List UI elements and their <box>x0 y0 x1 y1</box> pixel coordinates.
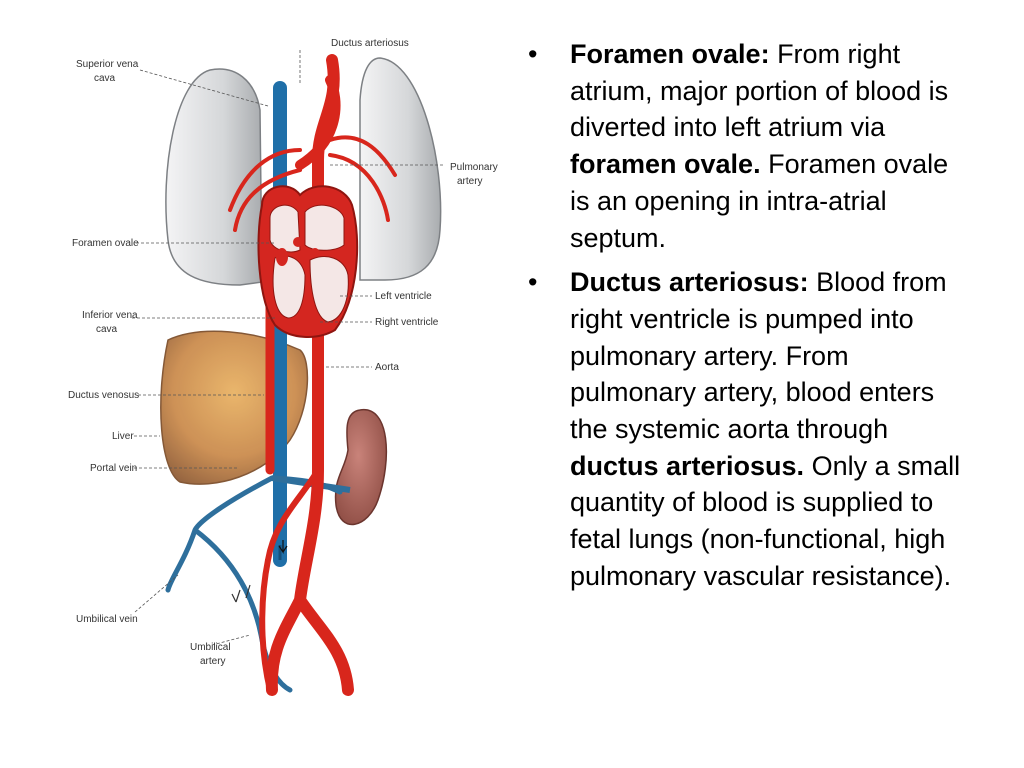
label-inferior-vena-cava: Inferior vena <box>82 310 138 321</box>
label-umbilical-artery-2: artery <box>200 656 226 667</box>
label-foramen-ovale: Foramen ovale <box>72 238 139 249</box>
label-left-ventricle: Left ventricle <box>375 291 432 302</box>
label-umbilical-artery: Umbilical <box>190 642 231 653</box>
label-portal-vein: Portal vein <box>90 463 137 474</box>
bullet-list: • Foramen ovale: From right atrium, majo… <box>528 36 968 603</box>
label-superior-vena-cava-2: cava <box>94 73 116 84</box>
label-inferior-vena-cava-2: cava <box>96 324 118 335</box>
figure-labels: Ductus arteriosus Superior vena cava Pul… <box>68 38 498 667</box>
bullet-body: Blood from right ventricle is pumped int… <box>570 267 947 445</box>
left-lung <box>165 68 263 286</box>
kidney <box>334 409 388 526</box>
bullet-ductus-arteriosus: • Ductus arteriosus: Blood from right ve… <box>528 264 968 594</box>
label-superior-vena-cava: Superior vena <box>76 59 139 70</box>
bullet-body-end: Only a small quantity of blood is suppli… <box>570 450 961 591</box>
pulmonary-arteries <box>228 135 397 232</box>
label-right-ventricle: Right ventricle <box>375 317 439 328</box>
bullet-marker: • <box>528 39 538 69</box>
label-umbilical-vein: Umbilical vein <box>76 614 138 625</box>
bullet-foramen-ovale: • Foramen ovale: From right atrium, majo… <box>528 36 968 256</box>
bullet-text: Ductus arteriosus: Blood from right vent… <box>570 264 968 594</box>
bullet-body-end: Foramen ovale is an opening in intra-atr… <box>570 149 949 253</box>
label-liver: Liver <box>112 431 134 442</box>
right-lung <box>359 57 442 281</box>
bullet-body: From right atrium, major portion of bloo… <box>570 39 949 143</box>
label-leaders <box>132 50 445 646</box>
bullet-text: Foramen ovale: From right atrium, major … <box>570 36 968 256</box>
aorta <box>265 54 354 696</box>
label-pulmonary-artery-2: artery <box>457 176 483 187</box>
bullet-term: Ductus arteriosus: <box>570 267 809 298</box>
label-ductus-arteriosus: Ductus arteriosus <box>331 38 409 49</box>
bullet-bold: foramen ovale. <box>570 149 761 180</box>
fetal-circulation-diagram: Ductus arteriosus Superior vena cava Pul… <box>68 38 498 696</box>
bullet-term: Foramen ovale: <box>570 39 770 69</box>
label-aorta: Aorta <box>375 362 399 373</box>
label-ductus-venosus: Ductus venosus <box>68 390 139 401</box>
bullet-marker: • <box>528 267 538 298</box>
bullet-bold: ductus arteriosus. <box>570 450 805 481</box>
label-pulmonary-artery: Pulmonary <box>450 162 498 173</box>
